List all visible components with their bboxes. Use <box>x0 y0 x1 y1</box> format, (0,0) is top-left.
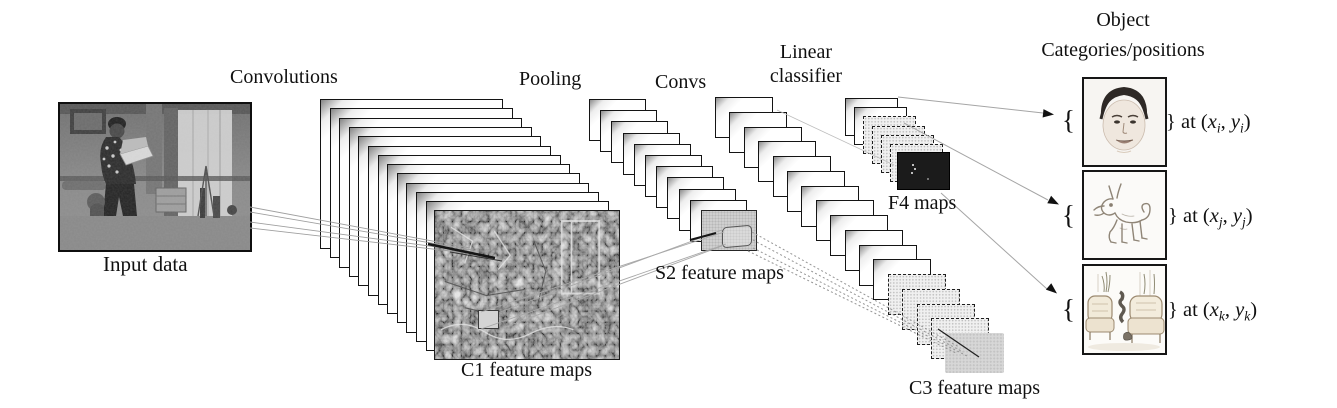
brace-open-face: { <box>1062 105 1075 135</box>
stage-label-convolutions: Convolutions <box>230 66 338 88</box>
stage-label-convs: Convs <box>655 71 707 93</box>
output-title-line1: Object <box>1096 9 1150 31</box>
brace-open-dog: { <box>1062 200 1075 230</box>
activation-dot <box>914 168 916 170</box>
coord-sub: k <box>1244 308 1251 324</box>
coord-part: } at ( <box>1168 205 1210 227</box>
label-c1-feature-maps: C1 feature maps <box>461 359 593 381</box>
coord-sub: k <box>1218 308 1225 324</box>
output-title-line2: Categories/positions <box>1041 39 1205 61</box>
coord-var: y <box>1232 205 1242 227</box>
spiral-column <box>1118 290 1126 324</box>
label-input-data: Input data <box>103 252 188 276</box>
coord-part: , <box>1224 299 1236 321</box>
face-sketch-graphic <box>1084 79 1165 165</box>
stage-label-pooling: Pooling <box>519 68 582 90</box>
brace-open-furniture: { <box>1062 294 1075 324</box>
c1-edge-map-graphic <box>435 211 619 359</box>
label-c3-feature-maps: C3 feature maps <box>909 377 1041 399</box>
linear-classifier-line2: classifier <box>769 65 843 87</box>
coord-part: } at ( <box>1168 299 1210 321</box>
output-coords-dog: } at (xj, yj) <box>1168 205 1253 231</box>
coord-part: ) <box>1243 111 1251 133</box>
s2-receptive-field-rect <box>722 224 752 249</box>
stage-label-linear-classifier: Linear classifier <box>760 40 852 88</box>
output-image-dog <box>1082 170 1167 260</box>
activation-dot <box>927 178 929 180</box>
coord-var: x <box>1207 111 1217 133</box>
coord-sub: i <box>1216 120 1221 136</box>
coord-part: ) <box>1250 299 1258 321</box>
output-image-furniture <box>1082 264 1167 355</box>
label-s2-feature-maps: S2 feature maps <box>655 262 784 284</box>
coord-part: ) <box>1245 205 1253 227</box>
linear-classifier-line1: Linear <box>779 41 833 63</box>
coord-var: x <box>1209 205 1219 227</box>
coord-var: y <box>1230 111 1240 133</box>
dog-sketch-graphic <box>1084 172 1165 258</box>
output-section-title: Object Categories/positions <box>1032 8 1214 62</box>
coord-part: , <box>1220 111 1231 133</box>
coord-sub: j <box>1218 214 1223 230</box>
coord-var: y <box>1235 299 1245 321</box>
output-coords-furniture: } at (xk, yk) <box>1168 299 1257 325</box>
c1-front-feature-map <box>434 210 620 360</box>
coord-part: , <box>1222 205 1233 227</box>
coord-sub: j <box>1241 214 1246 230</box>
f4-front-map <box>897 152 950 190</box>
output-coords-face: } at (xi, yi) <box>1166 111 1251 137</box>
label-f4-maps: F4 maps <box>888 192 957 214</box>
output-image-face <box>1082 77 1167 167</box>
input-image <box>58 102 252 252</box>
c1-receptive-field-square <box>478 310 499 329</box>
coord-var: x <box>1209 299 1219 321</box>
input-photo-graphic <box>60 104 250 250</box>
coord-sub: i <box>1239 120 1244 136</box>
coord-part: } at ( <box>1166 111 1208 133</box>
activation-dot <box>912 164 914 166</box>
furniture-sketch-graphic <box>1084 266 1165 353</box>
s2-front-feature-map <box>701 210 757 251</box>
activation-dot <box>911 172 913 174</box>
c3-front-feature-map <box>945 333 1004 373</box>
